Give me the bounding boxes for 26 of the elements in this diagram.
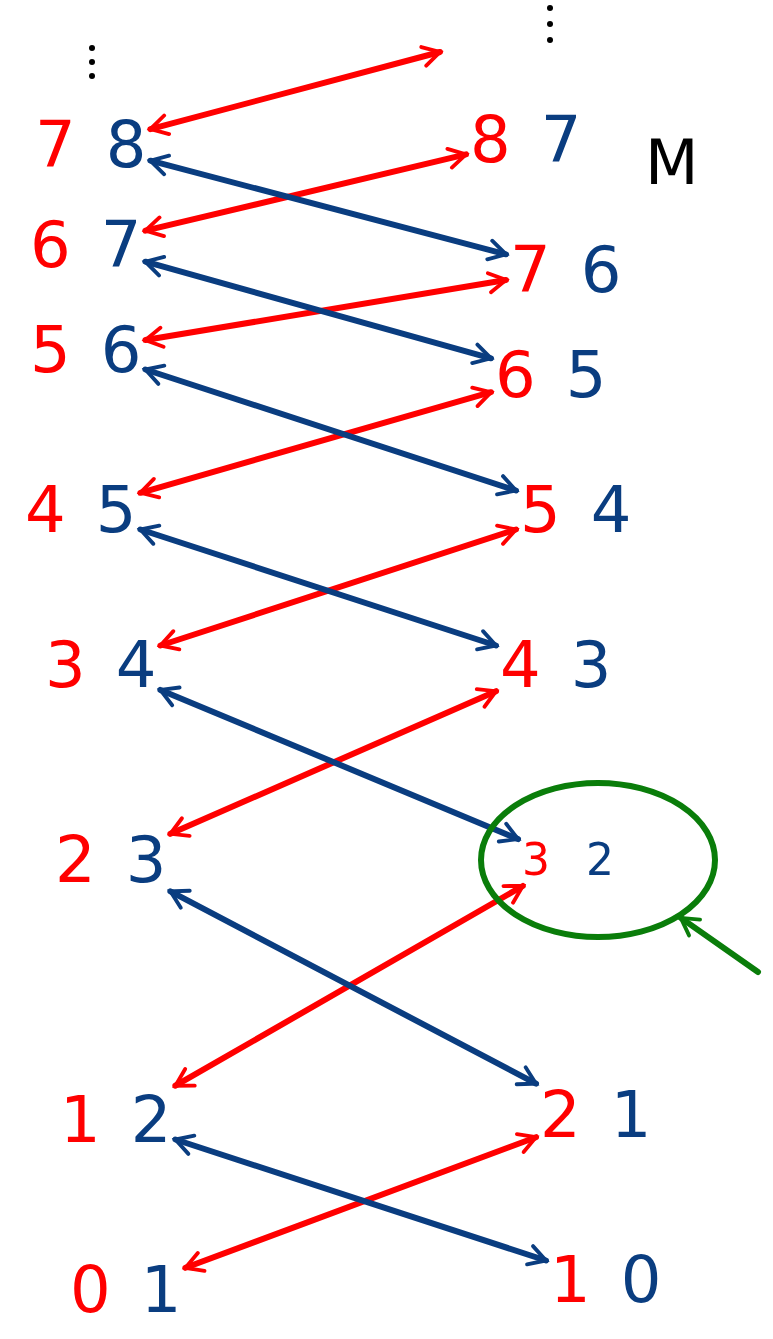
number-pair: 5 6 — [30, 318, 142, 382]
arrow — [142, 271, 509, 349]
arrow — [147, 153, 509, 262]
number-pair: 2 3 — [55, 828, 167, 892]
number-pair: 7 6 — [510, 238, 622, 302]
number-pair: 7 8 — [35, 113, 147, 177]
arrow — [142, 146, 469, 239]
number-pair: 2 1 — [540, 1083, 652, 1147]
number-pair: 0 1 — [70, 1258, 182, 1322]
arrow — [142, 255, 494, 365]
number-pair: 4 5 — [25, 478, 137, 542]
number-pair: 3 2 — [522, 838, 614, 882]
highlight-circle — [478, 780, 718, 940]
letter-label: M — [645, 132, 699, 194]
number-pair: 5 4 — [520, 478, 632, 542]
arrow — [137, 385, 494, 500]
arrow — [677, 914, 761, 975]
number-pair: 4 3 — [500, 633, 612, 697]
arrow — [142, 363, 519, 497]
number-pair: 8 7 — [470, 108, 582, 172]
number-pair: 6 5 — [495, 343, 607, 407]
number-pair: 6 7 — [30, 213, 142, 277]
number-pair: 3 4 — [45, 633, 157, 697]
number-pair: 1 0 — [550, 1248, 662, 1312]
arrow — [147, 45, 443, 136]
number-pair: 1 2 — [60, 1088, 172, 1152]
